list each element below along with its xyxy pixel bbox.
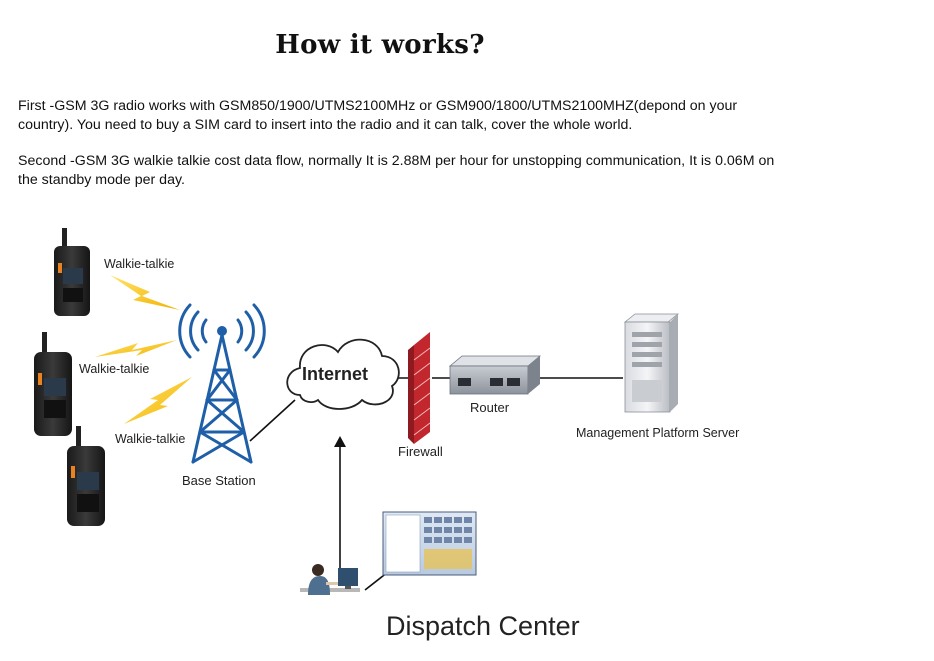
router-icon <box>448 355 542 395</box>
signal-bolt-icon <box>110 275 180 310</box>
arrow-up-icon <box>334 436 346 447</box>
router-label: Router <box>470 400 510 415</box>
internet-label: Internet <box>302 364 368 384</box>
operator-at-desk-icon <box>300 564 360 595</box>
base-station-label: Base Station <box>182 473 256 488</box>
signal-bolt-icon <box>124 377 192 424</box>
firewall-label: Firewall <box>398 444 443 459</box>
internet-cloud-icon <box>286 338 400 410</box>
antenna-dot <box>217 326 227 336</box>
walkie-talkie-label: Walkie-talkie <box>79 362 149 376</box>
walkie-talkie-label: Walkie-talkie <box>104 257 174 271</box>
walkie-talkie-icon <box>67 426 105 526</box>
dispatch-center-label: Dispatch Center <box>386 611 580 641</box>
walkie-talkie-icon <box>54 228 90 316</box>
description-first: First -GSM 3G radio works with GSM850/19… <box>18 98 738 133</box>
description-second: Second -GSM 3G walkie talkie cost data f… <box>18 153 775 188</box>
server-icon <box>623 313 680 413</box>
walkie-talkie-label: Walkie-talkie <box>115 432 185 446</box>
page-title: How it works? <box>275 30 485 60</box>
connection-lines <box>249 377 623 591</box>
dispatch-screen-icon <box>382 511 477 576</box>
walkie-talkie-icon <box>34 332 72 436</box>
signal-bolt-icon <box>95 340 177 357</box>
base-station-tower-icon <box>178 303 266 464</box>
firewall-icon <box>408 332 431 444</box>
server-label: Management Platform Server <box>576 426 739 440</box>
